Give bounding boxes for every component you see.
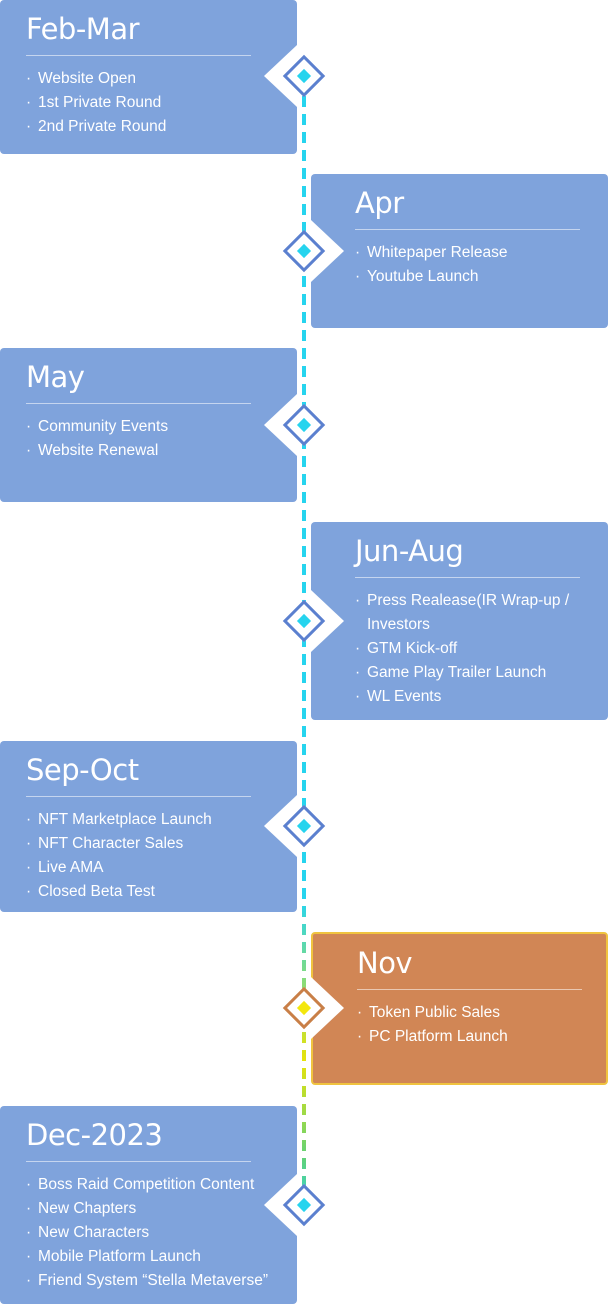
milestone-item: Closed Beta Test: [26, 880, 297, 904]
milestone-item: 1st Private Round: [26, 91, 297, 115]
milestone-item: 2nd Private Round: [26, 115, 297, 139]
milestone-item-list: Community EventsWebsite Renewal: [26, 415, 297, 463]
milestone-item: Friend System “Stella Metaverse”: [26, 1269, 297, 1293]
timeline-node-dot-icon: [296, 818, 312, 834]
milestone-title: Feb-Mar: [26, 12, 140, 46]
milestone-card-dec-2023: Dec-2023Boss Raid Competition ContentNew…: [0, 1106, 297, 1304]
title-divider: [355, 577, 580, 578]
milestone-title: Sep-Oct: [26, 753, 139, 787]
milestone-item: GTM Kick-off: [355, 637, 608, 661]
title-divider: [26, 403, 251, 404]
milestone-item: WL Events: [355, 685, 608, 709]
milestone-item: Website Open: [26, 67, 297, 91]
milestone-title: Nov: [357, 946, 413, 980]
milestone-card-nov: NovToken Public SalesPC Platform Launch: [311, 932, 608, 1085]
milestone-item: PC Platform Launch: [357, 1025, 606, 1049]
timeline-node-dot-icon: [296, 1197, 312, 1213]
milestone-item: New Characters: [26, 1221, 297, 1245]
milestone-item-list: Whitepaper ReleaseYoutube Launch: [355, 241, 608, 289]
milestone-item: Game Play Trailer Launch: [355, 661, 608, 685]
milestone-item: Mobile Platform Launch: [26, 1245, 297, 1269]
milestone-item: Whitepaper Release: [355, 241, 608, 265]
milestone-item: Token Public Sales: [357, 1001, 606, 1025]
timeline-node-dot-icon: [296, 243, 312, 259]
milestone-item: New Chapters: [26, 1197, 297, 1221]
timeline-node-dot-icon: [296, 613, 312, 629]
milestone-item-list: Website Open1st Private Round2nd Private…: [26, 67, 297, 139]
milestone-title: Dec-2023: [26, 1118, 163, 1152]
milestone-item-list: Token Public SalesPC Platform Launch: [357, 1001, 606, 1049]
milestone-card-jun-aug: Jun-AugPress Realease(IR Wrap-up / Inves…: [311, 522, 608, 720]
title-divider: [357, 989, 582, 990]
milestone-item: Community Events: [26, 415, 297, 439]
timeline-node-dot-icon: [296, 417, 312, 433]
milestone-card-sep-oct: Sep-OctNFT Marketplace LaunchNFT Charact…: [0, 741, 297, 912]
milestone-title: Apr: [355, 186, 404, 220]
title-divider: [26, 55, 251, 56]
milestone-item-list: Boss Raid Competition ContentNew Chapter…: [26, 1173, 297, 1293]
milestone-item: Website Renewal: [26, 439, 297, 463]
title-divider: [26, 796, 251, 797]
title-divider: [26, 1161, 251, 1162]
milestone-title: Jun-Aug: [355, 534, 464, 568]
milestone-item: Press Realease(IR Wrap-up / Investors: [355, 589, 608, 637]
timeline-node-dot-icon: [296, 68, 312, 84]
milestone-item: Youtube Launch: [355, 265, 608, 289]
milestone-card-may: MayCommunity EventsWebsite Renewal: [0, 348, 297, 502]
milestone-item: NFT Marketplace Launch: [26, 808, 297, 832]
milestone-item-list: Press Realease(IR Wrap-up / InvestorsGTM…: [355, 589, 608, 709]
milestone-card-feb-mar: Feb-MarWebsite Open1st Private Round2nd …: [0, 0, 297, 154]
milestone-item: Live AMA: [26, 856, 297, 880]
milestone-card-apr: AprWhitepaper ReleaseYoutube Launch: [311, 174, 608, 328]
timeline-node-dot-icon: [296, 1000, 312, 1016]
milestone-item-list: NFT Marketplace LaunchNFT Character Sale…: [26, 808, 297, 904]
milestone-item: Boss Raid Competition Content: [26, 1173, 297, 1197]
milestone-item: NFT Character Sales: [26, 832, 297, 856]
milestone-title: May: [26, 360, 85, 394]
title-divider: [355, 229, 580, 230]
